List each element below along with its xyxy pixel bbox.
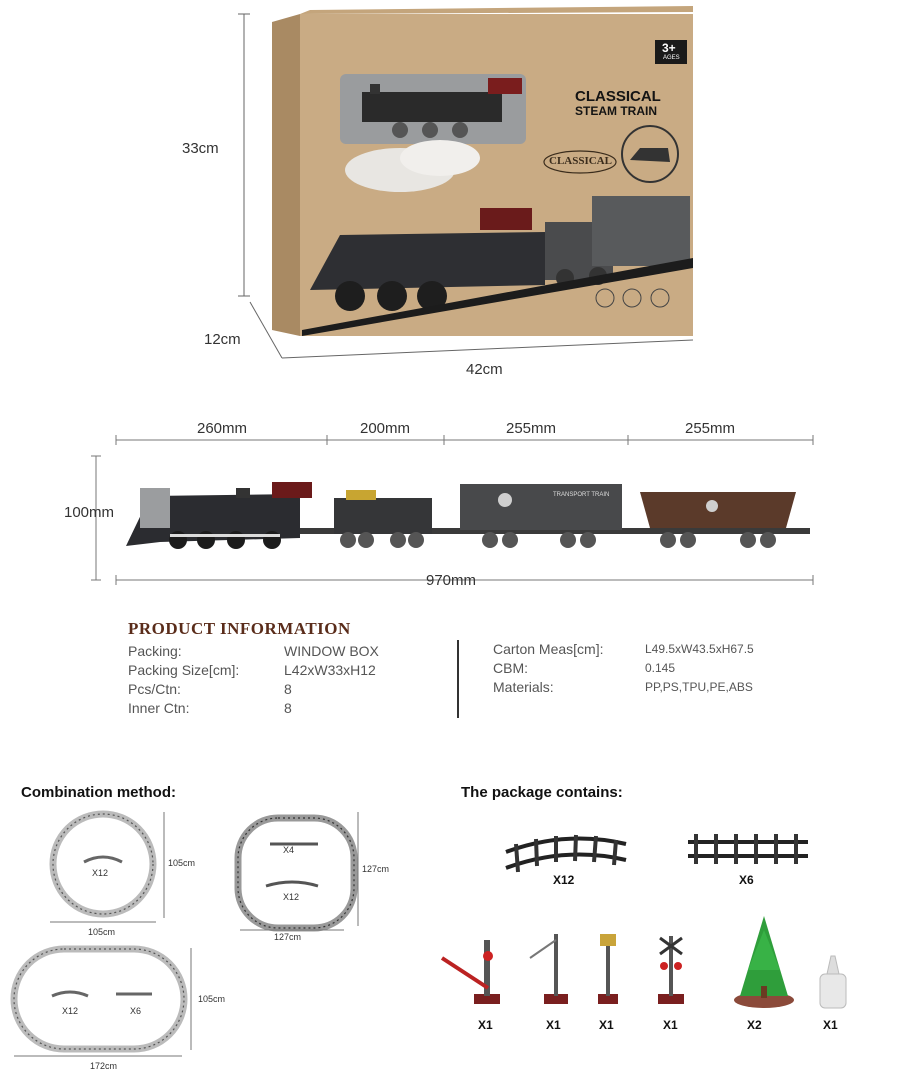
box-depth-label: 12cm bbox=[204, 331, 241, 348]
oval-count-straight-label: X6 bbox=[130, 1006, 142, 1016]
crossing-signal-qty: X1 bbox=[663, 1018, 678, 1032]
info-label-packing: Packing: bbox=[128, 643, 182, 659]
oval-count-curve-label: X12 bbox=[62, 1006, 79, 1016]
box-logo-oval bbox=[543, 150, 617, 174]
square-height-label: 127cm bbox=[362, 864, 390, 874]
straight-track-qty: X6 bbox=[739, 873, 754, 887]
info-label-pcs-ctn: Pcs/Ctn: bbox=[128, 681, 181, 697]
train-total-label: 970mm bbox=[426, 572, 477, 589]
smoke-oil-bottle-qty: X1 bbox=[823, 1018, 838, 1032]
product-info-heading: PRODUCT INFORMATION bbox=[128, 619, 351, 638]
box-depth-line bbox=[249, 301, 283, 359]
circle-height-label: 105cm bbox=[168, 858, 196, 868]
train-rail bbox=[290, 528, 810, 534]
info-label-carton-meas: Carton Meas[cm]: bbox=[493, 641, 604, 657]
window-locomotive-icon bbox=[362, 78, 522, 138]
info-value-packing-size: L42xW33xH12 bbox=[284, 662, 376, 678]
box-height-label: 33cm bbox=[182, 140, 219, 157]
tender-car-icon bbox=[334, 490, 432, 548]
curved-track-icon bbox=[505, 834, 627, 873]
info-label-packing-size: Packing Size[cm]: bbox=[128, 662, 240, 678]
box-title-line1: CLASSICAL bbox=[575, 88, 661, 105]
product-info-left-labels: Packing: Packing Size[cm]: Pcs/Ctn: Inne… bbox=[128, 642, 239, 718]
contents-illustrations bbox=[440, 834, 847, 1009]
curved-track-qty: X12 bbox=[553, 873, 575, 887]
age-badge-sub: AGES bbox=[663, 55, 680, 61]
oval-track-layout bbox=[10, 945, 188, 1053]
age-badge-text: 3+ bbox=[662, 41, 676, 55]
pine-tree-icon bbox=[734, 916, 794, 1008]
street-lamp-icon bbox=[598, 934, 618, 1004]
steam-cloud-2 bbox=[400, 140, 480, 176]
info-divider bbox=[457, 640, 459, 718]
circle-count-label: X12 bbox=[92, 868, 109, 878]
train-illustration bbox=[91, 435, 814, 585]
product-info-right-labels: Carton Meas[cm]: CBM: Materials: bbox=[493, 640, 603, 697]
product-info-left-values: WINDOW BOX L42xW33xH12 8 8 bbox=[284, 642, 379, 718]
info-label-cbm: CBM: bbox=[493, 660, 528, 676]
contents-title: The package contains: bbox=[461, 784, 623, 801]
train-height-label: 100mm bbox=[64, 504, 115, 521]
box-side-face bbox=[272, 14, 300, 336]
boxcar-text: TRANSPORT TRAIN bbox=[553, 492, 610, 498]
box-track-image bbox=[302, 258, 693, 336]
square-count-top-label: X4 bbox=[283, 845, 295, 855]
segment-label-boxcar: 255mm bbox=[506, 420, 557, 437]
oval-height-label: 105cm bbox=[198, 994, 226, 1004]
square-count-bottom-label: X12 bbox=[283, 892, 300, 902]
feature-icon-3 bbox=[650, 288, 670, 308]
crossing-signal-icon bbox=[658, 936, 684, 1004]
smoke-oil-bottle-icon bbox=[819, 955, 847, 1009]
info-value-packing: WINDOW BOX bbox=[284, 643, 379, 659]
crossing-gate-qty: X1 bbox=[478, 1018, 493, 1032]
straight-track-icon bbox=[688, 834, 808, 864]
lamp-post-qty: X1 bbox=[546, 1018, 561, 1032]
combination-title: Combination method: bbox=[21, 784, 176, 801]
combination-diagrams bbox=[10, 810, 359, 1057]
info-label-materials: Materials: bbox=[493, 679, 554, 695]
info-label-inner-ctn: Inner Ctn: bbox=[128, 700, 190, 716]
oval-width-label: 172cm bbox=[90, 1061, 118, 1071]
box-width-line bbox=[281, 339, 694, 359]
pine-tree-qty: X2 bbox=[747, 1018, 762, 1032]
circle-curve-piece-icon bbox=[83, 855, 123, 864]
product-info-right-values: L49.5xW43.5xH67.5 0.145 PP,PS,TPU,PE,ABS bbox=[645, 640, 754, 697]
box-illustration bbox=[238, 6, 694, 359]
age-badge bbox=[655, 40, 687, 64]
info-value-inner-ctn: 8 bbox=[284, 700, 292, 716]
locomotive-icon bbox=[126, 482, 312, 549]
crossing-gate-icon bbox=[440, 940, 500, 1004]
square-track-layout bbox=[234, 814, 358, 932]
square-curve-piece-icon bbox=[265, 880, 319, 888]
box-title-line2: STEAM TRAIN bbox=[575, 104, 657, 118]
square-width-label: 127cm bbox=[274, 932, 302, 942]
info-value-pcs-ctn: 8 bbox=[284, 681, 292, 697]
box-emblem-icon bbox=[621, 125, 679, 183]
hopper-car-icon bbox=[640, 492, 796, 548]
lamp-post-icon bbox=[529, 934, 568, 1004]
box-width-label: 42cm bbox=[466, 361, 503, 378]
feature-icon-2 bbox=[622, 288, 642, 308]
segment-label-locomotive: 260mm bbox=[197, 420, 248, 437]
info-value-materials: PP,PS,TPU,PE,ABS bbox=[645, 680, 753, 694]
oval-curve-piece-icon bbox=[51, 990, 89, 998]
segment-label-hopper: 255mm bbox=[685, 420, 736, 437]
box-locomotive-icon bbox=[310, 196, 690, 311]
circle-width-label: 105cm bbox=[88, 927, 116, 937]
street-lamp-qty: X1 bbox=[599, 1018, 614, 1032]
info-value-cbm: 0.145 bbox=[645, 661, 676, 675]
box-top-face bbox=[300, 6, 693, 14]
segment-label-tender: 200mm bbox=[360, 420, 411, 437]
boxcar-icon bbox=[460, 484, 622, 548]
box-logo-text: CLASSICAL bbox=[549, 155, 612, 167]
feature-icon-1 bbox=[595, 288, 615, 308]
info-value-carton-meas: L49.5xW43.5xH67.5 bbox=[645, 642, 754, 656]
